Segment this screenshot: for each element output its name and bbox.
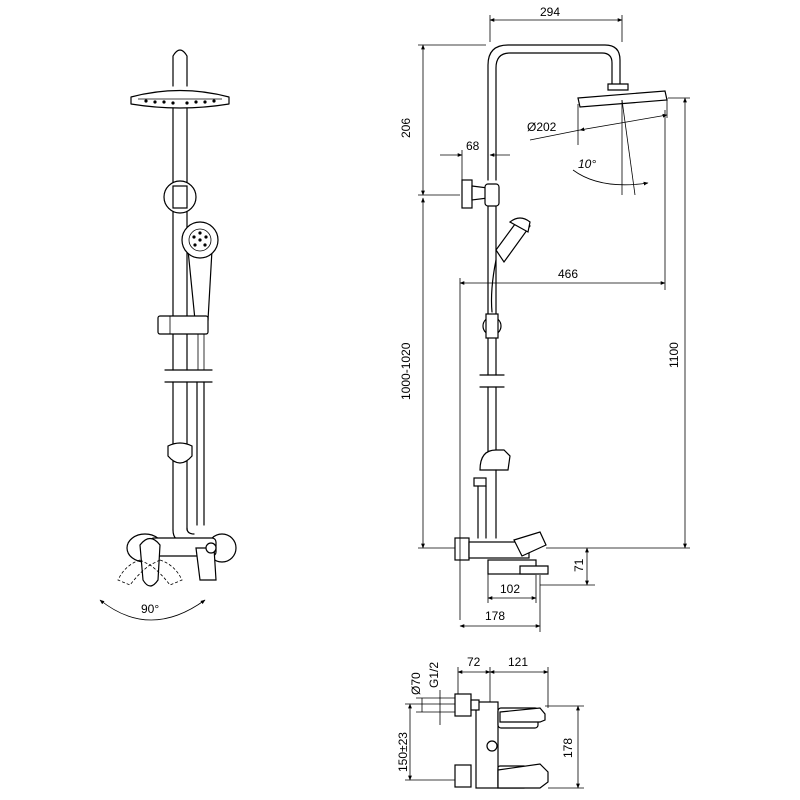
dim-178-label: 178	[485, 609, 505, 623]
dim-150-label: 150±23	[396, 732, 410, 772]
front-hand-shower	[181, 221, 219, 321]
dim-466-label: 466	[558, 267, 578, 281]
side-view: 294 206 Ø202 68 10° 466 1000-1020	[399, 5, 690, 632]
dim-1100-label: 1100	[667, 342, 681, 368]
dim-121-label: 121	[508, 655, 528, 669]
dim-294-label: 294	[540, 5, 560, 19]
side-hand-shower	[490, 217, 531, 313]
side-wall-bracket	[461, 179, 500, 209]
dim-diameter-label: Ø202	[527, 120, 557, 134]
front-view: 90°	[99, 49, 237, 621]
front-shower-head	[130, 89, 230, 109]
side-mixer	[454, 531, 549, 575]
front-lower-holder	[167, 442, 193, 464]
front-holder	[157, 315, 209, 335]
angle-label: 10°	[578, 157, 596, 171]
front-mixer	[126, 533, 237, 587]
rotation-angle-label: 90°	[141, 602, 159, 616]
dim-1000-label: 1000-1020	[399, 342, 413, 400]
dim-71-label: 71	[572, 558, 586, 572]
dim-72-label: 72	[467, 655, 481, 669]
dim-206-label: 206	[399, 118, 413, 138]
dim-diameter-70-label: Ø70	[409, 672, 423, 695]
dim-68-label: 68	[466, 139, 480, 153]
dim-102-label: 102	[500, 582, 520, 596]
dim-thread-label: G1/2	[427, 662, 441, 688]
dim-178-vertical-label: 178	[561, 738, 575, 758]
detail-view: Ø70 G1/2 72 121 150±23 178	[396, 655, 584, 789]
